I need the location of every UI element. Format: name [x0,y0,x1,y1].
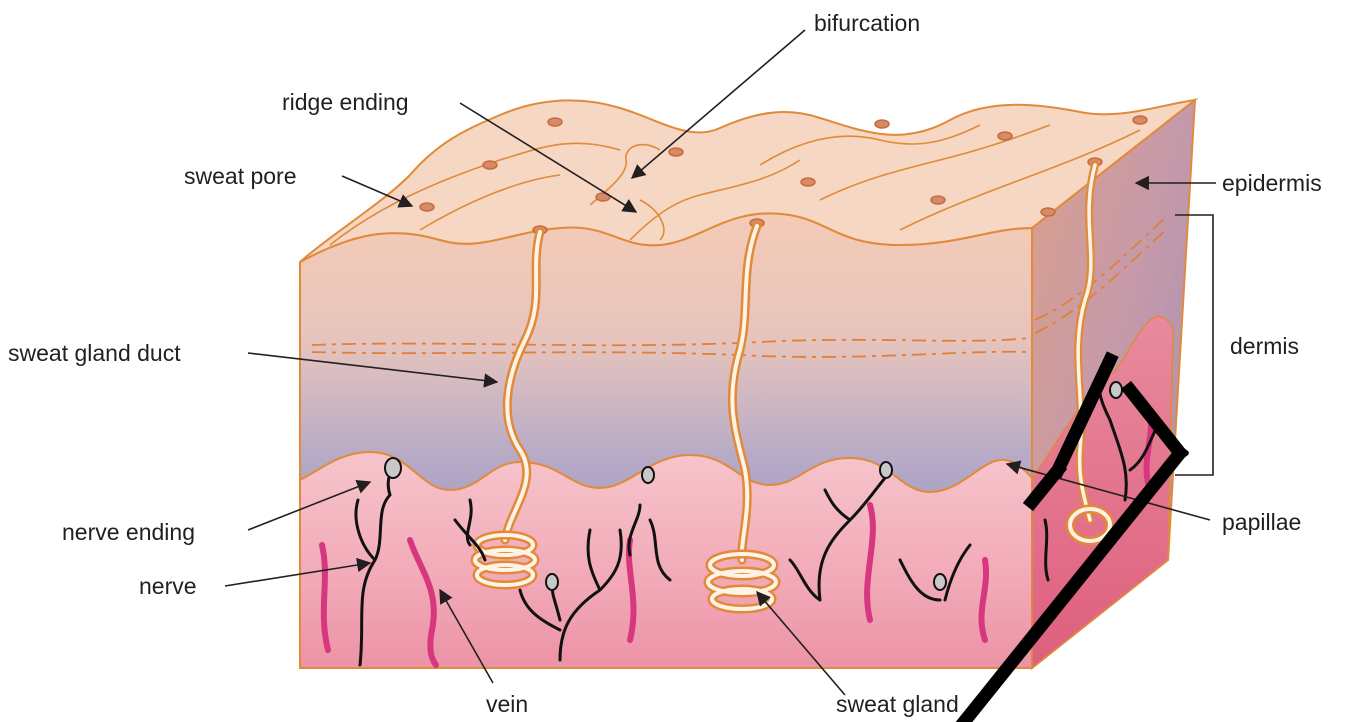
label-sweat-pore: sweat pore [184,163,297,189]
label-bifurcation: bifurcation [814,10,920,36]
label-nerve: nerve [139,573,197,599]
label-sweat-gland-duct: sweat gland duct [8,340,181,366]
label-epidermis: epidermis [1222,170,1322,196]
label-papillae: papillae [1222,509,1301,535]
label-ridge-ending: ridge ending [282,89,409,115]
label-sweat-gland: sweat gland [836,691,959,717]
label-dermis: dermis [1230,333,1299,359]
label-nerve-ending: nerve ending [62,519,195,545]
label-vein: vein [486,691,528,717]
